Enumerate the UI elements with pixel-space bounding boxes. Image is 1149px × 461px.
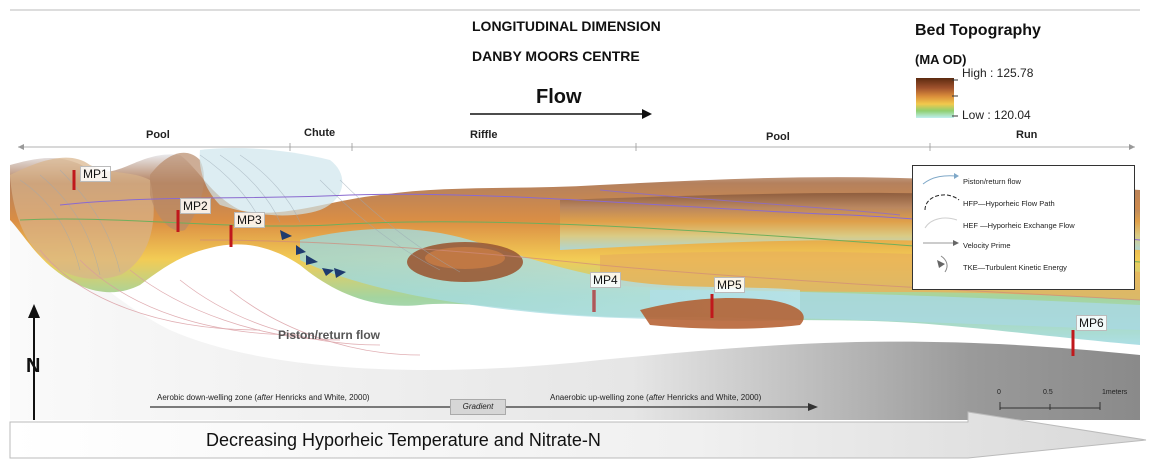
measurement-point-mp2: MP2: [180, 198, 211, 214]
reach-label-riffle: Riffle: [470, 129, 498, 141]
hyporheic-flow-path-icon: [924, 194, 960, 211]
bottom-banner-label: Decreasing Hyporheic Temperature and Nit…: [206, 430, 601, 450]
scale-bar-tick-0: 0: [997, 389, 1001, 396]
legend-item-turbulent-kinetic-energy: TKE—Turbulent Kinetic Energy: [963, 263, 1067, 272]
measurement-point-mp3: MP3: [234, 212, 265, 228]
scale-bar-tick-1: 1meters: [1102, 389, 1128, 396]
measurement-point-mp5: MP5: [714, 277, 745, 293]
reach-label-pool-1: Pool: [146, 129, 170, 141]
measurement-point-mp6: MP6: [1076, 315, 1107, 331]
north-label: N: [26, 355, 41, 377]
velocity-prime-icon: [923, 240, 959, 246]
measurement-point-mp4: MP4: [590, 272, 621, 288]
measurement-point-mp1: MP1: [80, 166, 111, 182]
scale-bar-tick-half: 0.5: [1043, 389, 1053, 396]
bed-topography-high-label: High : 125.78: [962, 66, 1034, 80]
gradient-label-text: Gradient: [462, 402, 494, 411]
aerobic-zone-label: Aerobic down-welling zone (after Henrick…: [157, 393, 370, 402]
reach-label-chute: Chute: [304, 127, 336, 139]
bed-topography-unit: (MA OD): [915, 52, 967, 67]
aerobic-zone-after: after: [257, 393, 274, 402]
title-site-name: DANBY MOORS CENTRE: [472, 48, 640, 64]
flow-process-legend: Piston/return flow HFP—Hyporheic Flow Pa…: [912, 165, 1135, 290]
title-longitudinal-dimension: LONGITUDINAL DIMENSION: [472, 18, 661, 34]
turbulent-kinetic-energy-icon: [937, 255, 948, 273]
piston-return-flow-label: Piston/return flow: [278, 328, 380, 342]
anaerobic-zone-suffix: Henricks and White, 2000): [664, 393, 762, 402]
legend-item-piston-return-flow: Piston/return flow: [963, 177, 1021, 186]
gradient-label: Gradient: [450, 399, 506, 415]
aerobic-zone-prefix: Aerobic down-welling zone (: [157, 393, 258, 402]
flow-label: Flow: [536, 86, 582, 108]
legend-item-hyporheic-exchange-flow: HEF —Hyporheic Exchange Flow: [963, 221, 1075, 230]
piston-return-flow-icon: [922, 173, 959, 185]
hyporheic-exchange-flow-icon: [924, 217, 958, 229]
reach-label-pool-2: Pool: [766, 131, 790, 143]
bed-topography-low-label: Low : 120.04: [962, 108, 1031, 122]
reach-label-run: Run: [1016, 129, 1038, 141]
anaerobic-zone-prefix: Anaerobic up-welling zone (: [550, 393, 649, 402]
legend-item-hyporheic-flow-path: HFP—Hyporheic Flow Path: [963, 199, 1055, 208]
aerobic-zone-suffix: Henricks and White, 2000): [273, 393, 370, 402]
anaerobic-zone-after: after: [648, 393, 665, 402]
bed-topography-title: Bed Topography: [915, 22, 1041, 39]
legend-item-velocity-prime: Velocity Prime: [963, 241, 1011, 250]
anaerobic-zone-label: Anaerobic up-welling zone (after Henrick…: [550, 393, 761, 402]
